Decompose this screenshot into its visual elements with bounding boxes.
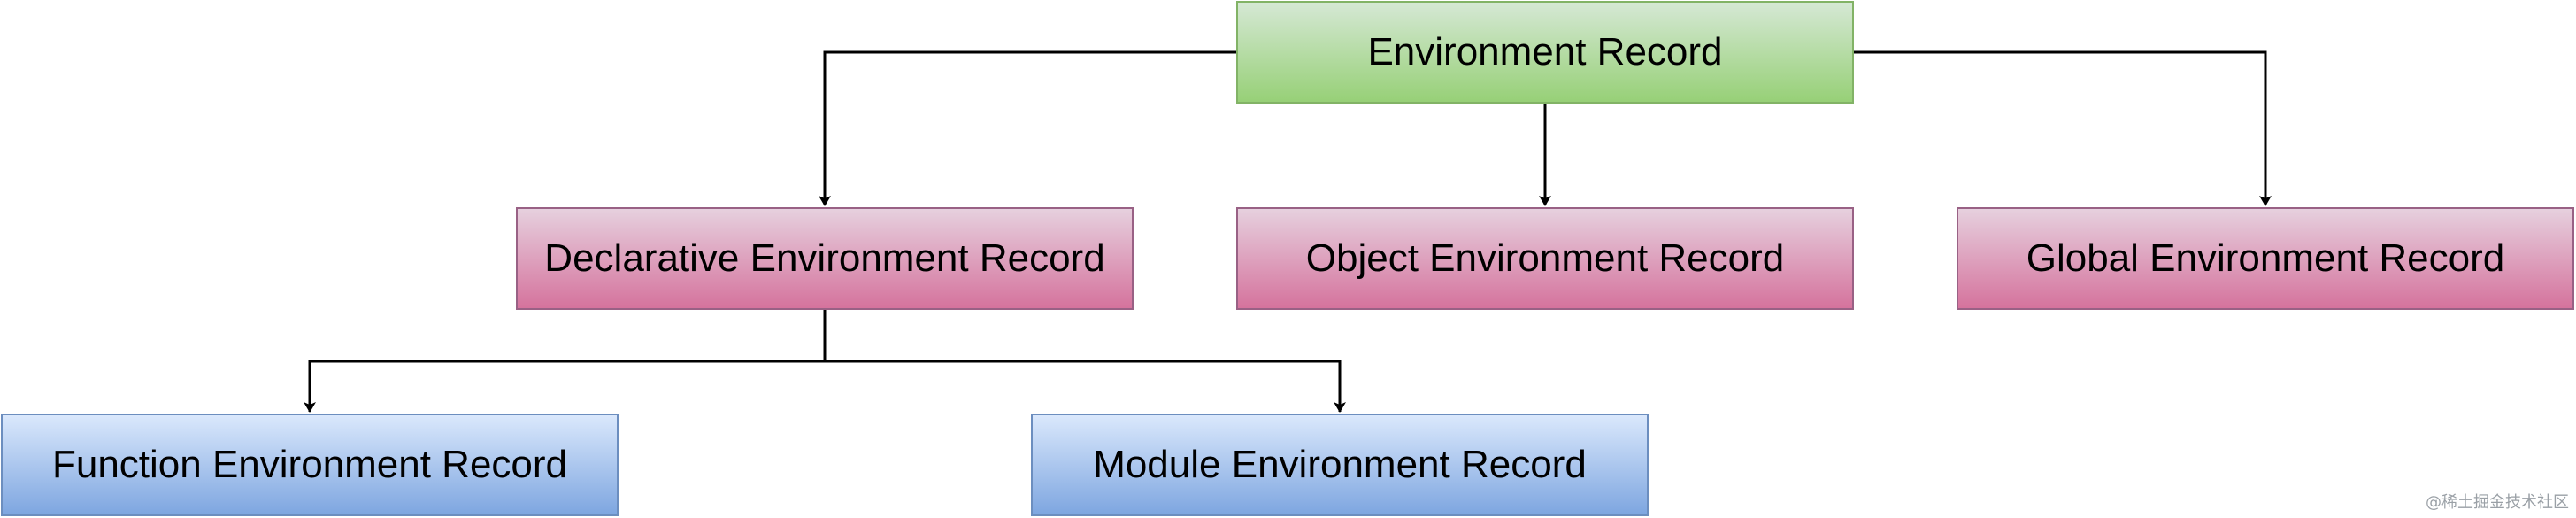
node-function-environment-record-label: Function Environment Record: [51, 443, 568, 486]
node-environment-record-label: Environment Record: [1367, 30, 1723, 73]
node-object-environment-record-label: Object Environment Record: [1305, 236, 1785, 280]
node-global-environment-record: Global Environment Record: [1957, 207, 2574, 310]
edge-root-to-declarative: [819, 50, 1236, 206]
node-module-environment-record: Module Environment Record: [1031, 414, 1649, 516]
node-environment-record: Environment Record: [1236, 1, 1854, 104]
node-global-environment-record-label: Global Environment Record: [2026, 236, 2505, 280]
edge-declarative-to-module: [825, 360, 1346, 413]
node-declarative-environment-record-label: Declarative Environment Record: [544, 236, 1105, 280]
node-function-environment-record: Function Environment Record: [1, 414, 619, 516]
node-declarative-environment-record: Declarative Environment Record: [516, 207, 1134, 310]
node-object-environment-record: Object Environment Record: [1236, 207, 1854, 310]
edge-root-to-global: [1854, 50, 2272, 206]
node-module-environment-record-label: Module Environment Record: [1093, 443, 1587, 486]
watermark: @稀土掘金技术社区: [2426, 493, 2569, 512]
edge-declarative-to-function: [304, 310, 827, 413]
